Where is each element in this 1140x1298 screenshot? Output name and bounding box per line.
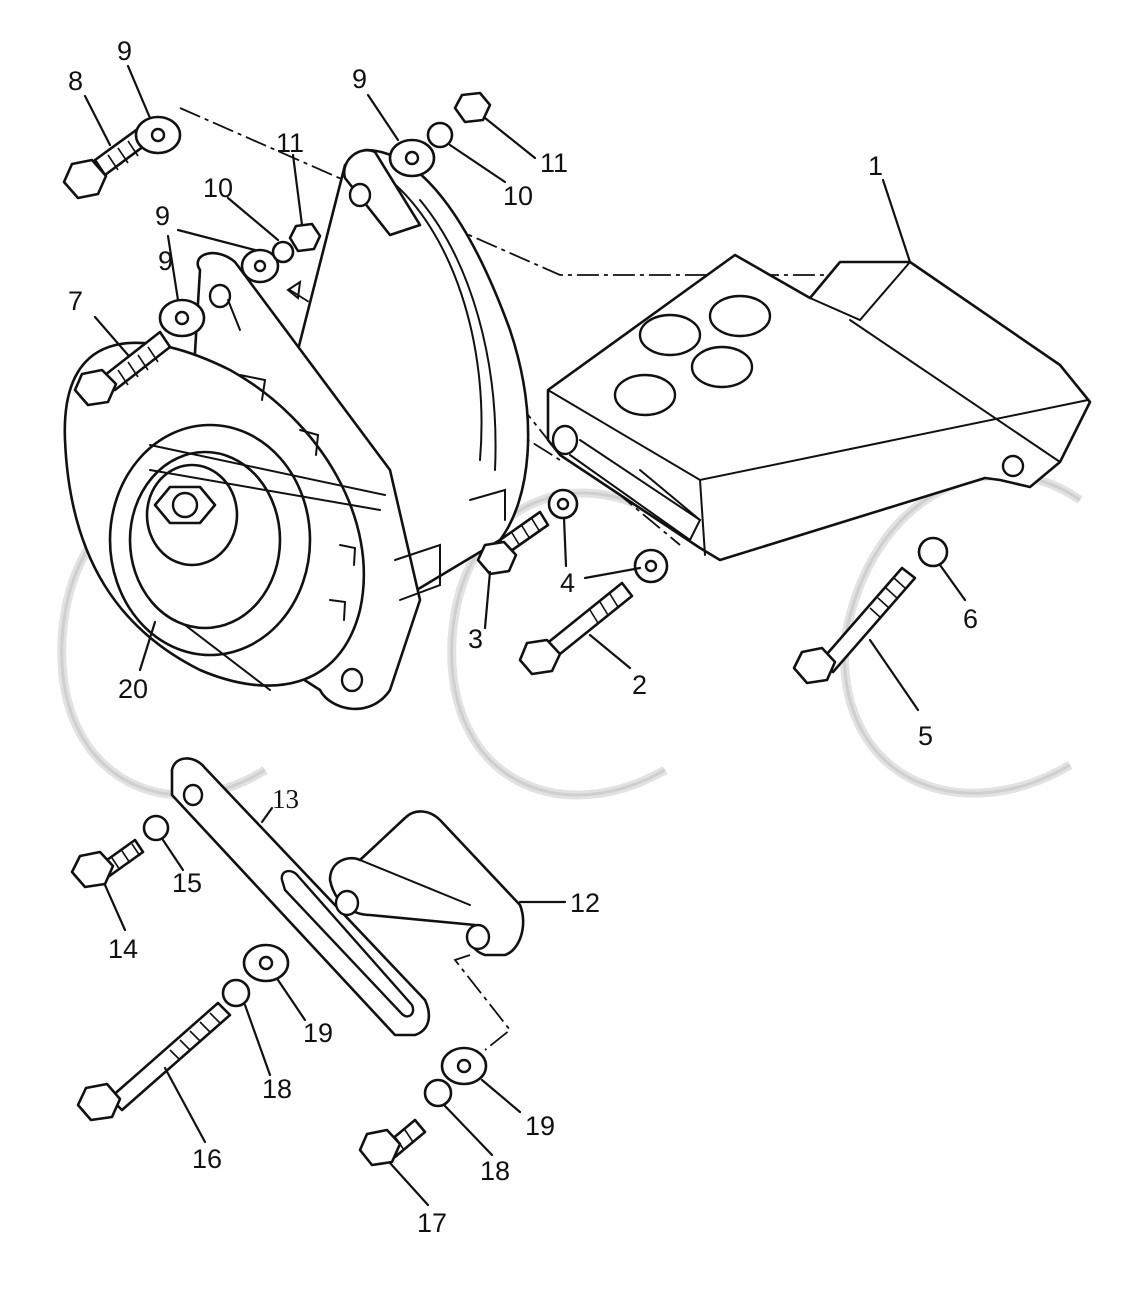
lock-washer-15 bbox=[142, 814, 170, 842]
small-bracket-part bbox=[328, 810, 525, 957]
callout-17: 17 bbox=[417, 1208, 447, 1238]
callout-14: 14 bbox=[108, 934, 138, 964]
callout-9-top-right: 9 bbox=[352, 64, 367, 94]
callout-5: 5 bbox=[918, 721, 933, 751]
callout-labels: 1 2 3 4 5 6 7 8 9 9 9 9 10 10 11 11 12 1… bbox=[68, 36, 978, 1238]
callout-11-right: 11 bbox=[540, 148, 568, 178]
alternator-part bbox=[63, 148, 530, 711]
callout-1: 1 bbox=[868, 151, 883, 181]
lock-washer-6 bbox=[917, 536, 949, 568]
lock-washer-18-right bbox=[423, 1078, 453, 1108]
nut-11-mid bbox=[288, 222, 322, 253]
callout-15: 15 bbox=[172, 868, 202, 898]
callout-12: 12 bbox=[570, 888, 600, 918]
callout-19-right: 19 bbox=[525, 1111, 555, 1141]
callout-11-mid: 11 bbox=[276, 128, 304, 158]
callout-18-left: 18 bbox=[262, 1074, 292, 1104]
lock-washer-18-left bbox=[221, 978, 251, 1008]
callout-4: 4 bbox=[560, 568, 575, 598]
mounting-bracket-part bbox=[546, 253, 1092, 562]
callout-19-left: 19 bbox=[303, 1018, 333, 1048]
callout-9-mid-a: 9 bbox=[155, 201, 170, 231]
callout-10-right: 10 bbox=[503, 181, 533, 211]
callout-2: 2 bbox=[632, 670, 647, 700]
bolt-2 bbox=[518, 581, 634, 676]
callout-18-right: 18 bbox=[480, 1156, 510, 1186]
callout-20: 20 bbox=[118, 674, 148, 704]
bolt-17 bbox=[358, 1118, 427, 1167]
bolt-7 bbox=[73, 330, 172, 407]
callout-3: 3 bbox=[468, 624, 483, 654]
bolt-5 bbox=[792, 566, 917, 685]
leader-lines bbox=[83, 64, 967, 1207]
callout-9-top-left: 9 bbox=[117, 36, 132, 66]
callout-6: 6 bbox=[963, 604, 978, 634]
bolt-14 bbox=[70, 838, 145, 889]
callout-10-mid: 10 bbox=[203, 173, 233, 203]
callout-16: 16 bbox=[192, 1144, 222, 1174]
callout-7: 7 bbox=[68, 286, 83, 316]
callout-8: 8 bbox=[68, 66, 83, 96]
callout-9-mid-b: 9 bbox=[158, 246, 173, 276]
nut-11-right bbox=[453, 91, 492, 124]
lock-washer-10-right bbox=[426, 121, 454, 149]
lock-washer-10-mid bbox=[271, 240, 295, 264]
adjusting-link-part bbox=[170, 757, 431, 1037]
bolt-16 bbox=[76, 1001, 232, 1122]
bolt-3 bbox=[476, 510, 550, 576]
callout-13: 13 bbox=[272, 784, 299, 814]
